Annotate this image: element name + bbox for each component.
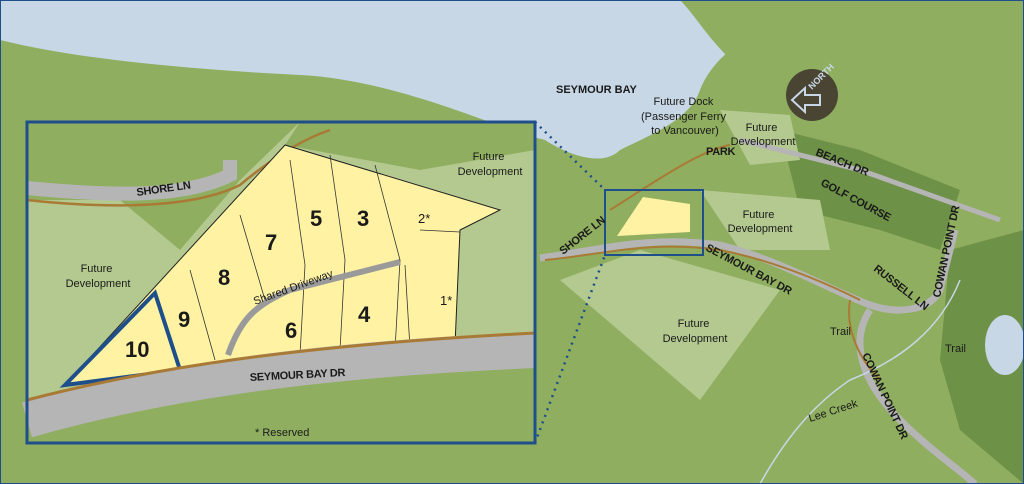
north-shore xyxy=(680,0,1024,86)
overview-inset-box xyxy=(604,189,704,256)
inset-label-future-development-left: Future Development xyxy=(66,263,131,290)
trail-line xyxy=(544,144,881,381)
lot-10[interactable]: 10 xyxy=(125,337,149,362)
overview-lots xyxy=(617,197,690,236)
lot-7[interactable]: 7 xyxy=(265,230,277,255)
lot-8[interactable]: 8 xyxy=(218,265,230,290)
lot-3[interactable]: 3 xyxy=(357,206,369,231)
label-park: PARK xyxy=(706,146,736,158)
label-future-development-1: Future Development xyxy=(731,122,796,148)
label-future-development-3: Future Development xyxy=(663,318,728,345)
lot-lines xyxy=(189,154,461,361)
lot-5[interactable]: 5 xyxy=(310,206,322,231)
inset-map: SHORE LN Future Development Future Devel… xyxy=(22,120,537,445)
lot-9[interactable]: 9 xyxy=(178,307,190,332)
inset-frame xyxy=(25,120,537,445)
label-seymour-bay: SEYMOUR BAY xyxy=(556,84,638,96)
future-dev-area-2 xyxy=(700,190,830,250)
pond xyxy=(985,315,1024,375)
inset-label-future-development-right: Future Development xyxy=(458,151,523,178)
inset-label-seymour-bay-dr: SEYMOUR BAY DR xyxy=(250,367,346,384)
label-future-dock: Future Dock (Passenger Ferry to Vancouve… xyxy=(641,96,729,137)
inset-trail-shore xyxy=(26,128,331,207)
inset-road-shore-ln xyxy=(26,160,237,201)
inset-trail-seymour xyxy=(26,331,536,402)
label-trail-1: Trail xyxy=(830,326,851,338)
lot-1[interactable]: 1* xyxy=(440,293,452,308)
label-trail-2: Trail xyxy=(945,343,966,355)
shared-driveway xyxy=(225,259,401,356)
lee-creek-line xyxy=(759,279,961,484)
lot-6[interactable]: 6 xyxy=(285,318,297,343)
label-future-development-2: Future Development xyxy=(728,209,793,235)
road-beach-dr xyxy=(739,137,1001,223)
lot-2[interactable]: 2* xyxy=(418,211,430,226)
road-cowan-point-dr xyxy=(856,308,978,484)
inset-road-seymour-bay-dr xyxy=(22,332,536,438)
inset-forest-top xyxy=(285,122,535,170)
east-park-area xyxy=(940,230,1024,484)
reserved-note: * Reserved xyxy=(255,427,309,439)
future-dev-area-3 xyxy=(560,250,780,400)
lot-4[interactable]: 4 xyxy=(358,302,371,327)
